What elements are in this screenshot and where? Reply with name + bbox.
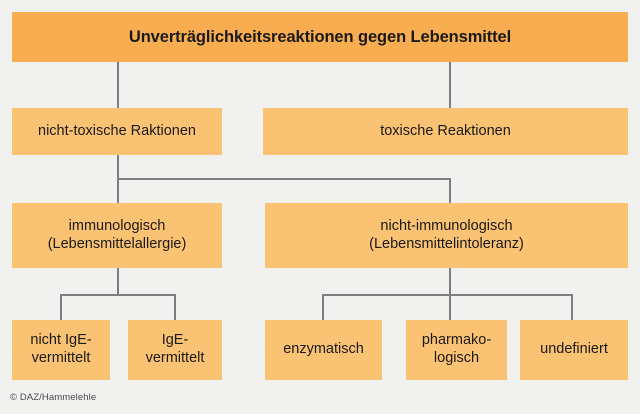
connector-immunologisch-stem bbox=[117, 268, 119, 296]
node-pharmakologisch-label: pharmako- logisch bbox=[421, 332, 492, 366]
connector-nicht-immunologisch-split-h bbox=[322, 294, 573, 296]
node-immunologisch: immunologisch (Lebensmittelallergie) bbox=[12, 203, 222, 268]
node-enzymatisch-label: enzymatisch bbox=[283, 341, 364, 358]
node-immunologisch-label: immunologisch (Lebensmittelallergie) bbox=[47, 217, 187, 252]
node-ige-vermittelt-label: IgE- vermittelt bbox=[145, 332, 205, 366]
connector-title-to-nicht-toxische bbox=[117, 62, 119, 108]
connector-bracket-right-drop bbox=[449, 178, 451, 203]
connector-bracket-horizontal bbox=[117, 178, 451, 180]
connector-drop-undefiniert bbox=[571, 294, 573, 320]
node-ige-vermittelt: IgE- vermittelt bbox=[128, 320, 222, 380]
node-nicht-toxische-raktionen: nicht-toxische Raktionen bbox=[12, 108, 222, 155]
node-toxische-reaktionen: toxische Reaktionen bbox=[263, 108, 628, 155]
node-toxische-reaktionen-label: toxische Reaktionen bbox=[380, 122, 511, 139]
copyright-credit: © DAZ/Hammelehle bbox=[10, 392, 97, 403]
connector-drop-ige bbox=[174, 294, 176, 320]
node-enzymatisch: enzymatisch bbox=[265, 320, 382, 380]
node-title-label: Unverträglichkeitsreaktionen gegen Leben… bbox=[128, 27, 512, 46]
node-nicht-immunologisch-label: nicht-immunologisch (Lebensmittelintoler… bbox=[369, 217, 524, 252]
node-nicht-immunologisch: nicht-immunologisch (Lebensmittelintoler… bbox=[265, 203, 628, 268]
connector-drop-nicht-ige bbox=[60, 294, 62, 320]
node-nicht-toxische-raktionen-label: nicht-toxische Raktionen bbox=[38, 122, 196, 139]
connector-drop-enzymatisch bbox=[322, 294, 324, 320]
node-undefiniert-label: undefiniert bbox=[540, 341, 608, 358]
node-nicht-ige-vermittelt: nicht IgE- vermittelt bbox=[12, 320, 110, 380]
node-pharmakologisch: pharmako- logisch bbox=[406, 320, 507, 380]
connector-immunologisch-split-h bbox=[60, 294, 176, 296]
node-nicht-ige-vermittelt-label: nicht IgE- vermittelt bbox=[30, 332, 92, 366]
connector-title-to-toxische bbox=[449, 62, 451, 108]
node-title-box: Unverträglichkeitsreaktionen gegen Leben… bbox=[12, 12, 628, 62]
node-undefiniert: undefiniert bbox=[520, 320, 628, 380]
